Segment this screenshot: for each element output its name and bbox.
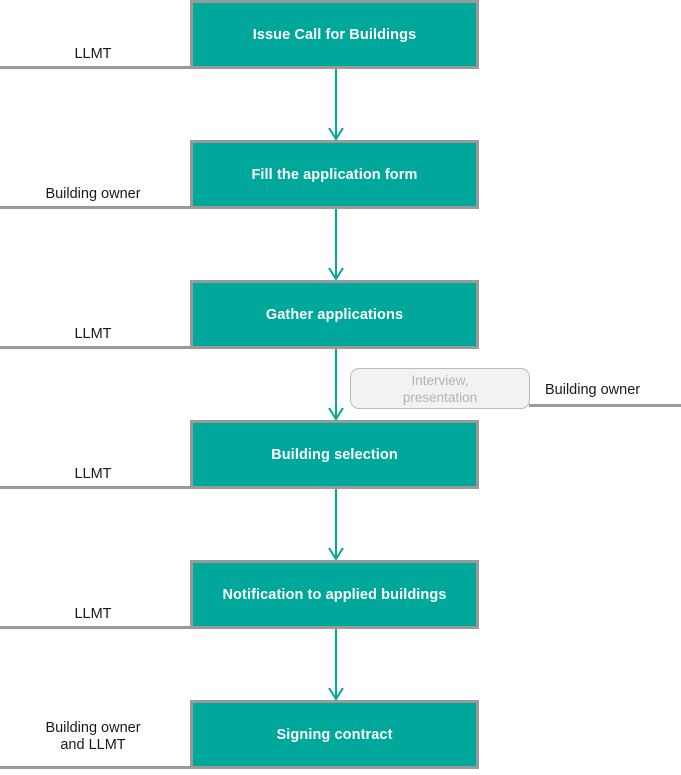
process-box-step-6[interactable]: Signing contract bbox=[190, 700, 479, 769]
process-label-step-1: Issue Call for Buildings bbox=[252, 26, 417, 43]
process-box-step-5[interactable]: Notification to applied buildings bbox=[190, 560, 479, 629]
lane-rule-3-right bbox=[529, 404, 681, 407]
actor-label-note-interview: Building owner bbox=[545, 382, 641, 398]
connector-step-3-to-step-4 bbox=[328, 349, 344, 421]
lane-rule-2 bbox=[0, 206, 190, 209]
actor-label-step-4: LLMT bbox=[74, 466, 112, 482]
actor-label-step-3: LLMT bbox=[74, 326, 112, 342]
connector-step-1-to-step-2 bbox=[328, 69, 344, 141]
actor-label-step-2: Building owner bbox=[45, 186, 141, 202]
process-box-step-1[interactable]: Issue Call for Buildings bbox=[190, 0, 479, 69]
actor-label-step-1: LLMT bbox=[74, 46, 112, 62]
process-box-step-4[interactable]: Building selection bbox=[190, 420, 479, 489]
actor-label-step-6: Building owner and LLMT bbox=[45, 720, 141, 753]
lane-rule-5 bbox=[0, 626, 190, 629]
process-box-step-3[interactable]: Gather applications bbox=[190, 280, 479, 349]
process-label-step-4: Building selection bbox=[271, 446, 398, 463]
process-label-step-3: Gather applications bbox=[265, 306, 404, 323]
connector-step-5-to-step-6 bbox=[328, 629, 344, 701]
connector-step-4-to-step-5 bbox=[328, 489, 344, 561]
note-box-interview[interactable]: Interview, presentation bbox=[350, 368, 530, 409]
actor-label-step-5: LLMT bbox=[74, 606, 112, 622]
lane-rule-4 bbox=[0, 486, 190, 489]
note-label-interview: Interview, presentation bbox=[402, 372, 478, 405]
connector-step-2-to-step-3 bbox=[328, 209, 344, 281]
process-box-step-2[interactable]: Fill the application form bbox=[190, 140, 479, 209]
lane-rule-6 bbox=[0, 766, 190, 769]
lane-rule-3 bbox=[0, 346, 190, 349]
process-label-step-5: Notification to applied buildings bbox=[222, 586, 447, 603]
process-label-step-2: Fill the application form bbox=[251, 166, 418, 183]
lane-rule-1 bbox=[0, 66, 190, 69]
process-label-step-6: Signing contract bbox=[276, 726, 393, 743]
